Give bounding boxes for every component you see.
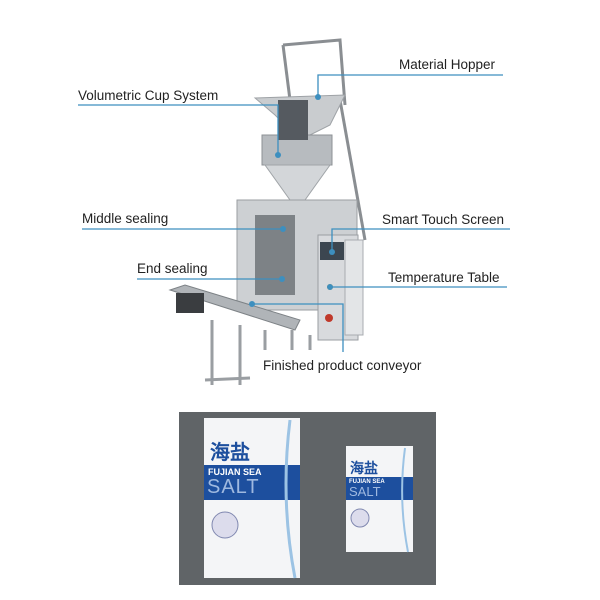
machine-frame — [281, 38, 367, 241]
conveyor-motor — [176, 293, 204, 313]
bag-large-line1: FUJIAN SEA — [208, 467, 262, 477]
leader-dots — [249, 94, 335, 307]
bag-small-brand: 海盐 — [350, 461, 378, 477]
label-end-sealing: End sealing — [137, 261, 208, 276]
bag-small-band — [346, 477, 413, 500]
label-temperature-table: Temperature Table — [388, 270, 500, 285]
bag-small-line1: FUJIAN SEA — [349, 479, 385, 485]
leader-line-smart-touch-screen — [331, 228, 510, 252]
label-finished-product-conveyor: Finished product conveyor — [263, 358, 422, 373]
bag-large-water-splash — [284, 419, 297, 579]
leader-dot-finished-product-conveyor — [249, 301, 255, 307]
bag-small-water-splash — [401, 447, 409, 553]
bag-small-seal — [350, 508, 370, 528]
bag-large — [204, 418, 300, 579]
leader-dot-volumetric-cup-system — [275, 152, 281, 158]
leader-line-material-hopper — [317, 74, 503, 97]
leader-dot-middle-sealing — [280, 226, 286, 232]
machine-legs — [204, 320, 312, 385]
bag-large-seal — [211, 511, 239, 539]
emergency-stop-button — [325, 314, 333, 322]
leader-line-finished-product-conveyor — [252, 303, 344, 352]
label-smart-touch-screen: Smart Touch Screen — [382, 212, 505, 227]
leader-dot-material-hopper — [315, 94, 321, 100]
leader-dot-temperature-table — [327, 284, 333, 290]
filling-funnel — [264, 164, 331, 201]
label-middle-sealing: Middle sealing — [82, 211, 169, 226]
leader-dot-smart-touch-screen — [329, 249, 335, 255]
leader-lines — [78, 74, 510, 352]
bag-small-line2: SALT — [349, 484, 381, 499]
leader-line-volumetric-cup-system — [78, 104, 279, 155]
bag-small — [346, 446, 413, 553]
bag-large-band — [204, 465, 300, 500]
bag-large-line2: SALT — [207, 476, 260, 498]
bag-large-brand: 海盐 — [210, 440, 250, 464]
cup-drive-motor — [278, 100, 308, 140]
label-material-hopper: Material Hopper — [399, 57, 496, 72]
label-volumetric-cup-system: Volumetric Cup System — [78, 88, 219, 103]
sealing-unit — [255, 215, 295, 295]
leader-dot-end-sealing — [279, 276, 285, 282]
